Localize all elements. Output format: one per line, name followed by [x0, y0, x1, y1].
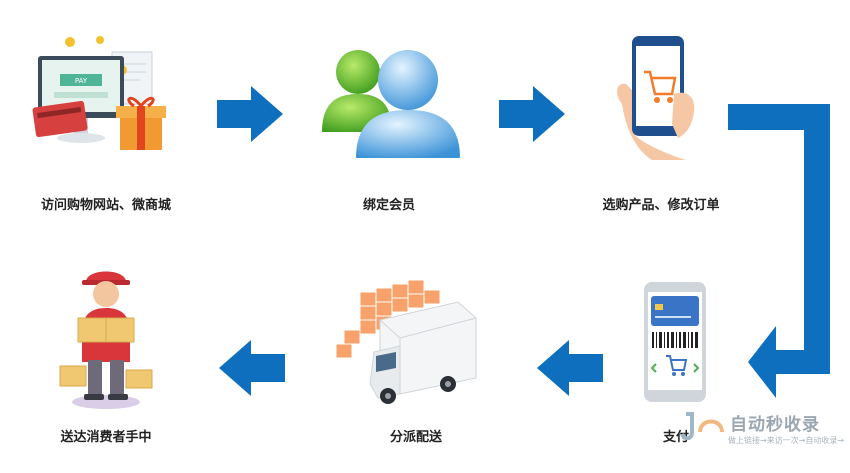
arrow-right-icon — [217, 84, 287, 144]
delivery-truck-icon — [330, 268, 480, 413]
watermark-title: 自动秒收录 — [730, 415, 820, 435]
courier-icon — [56, 262, 156, 412]
step-label-bind: 绑定会员 — [362, 198, 416, 213]
computer-payment-icon: PAY — [30, 34, 170, 164]
arrow-turn-down-icon — [728, 104, 832, 404]
phone-barcode-icon — [642, 280, 708, 404]
step-label-visit: 访问购物网站、微商城 — [40, 198, 172, 213]
members-icon — [316, 40, 466, 160]
step-label-select: 选购产品、修改订单 — [602, 198, 720, 213]
svg-text:PAY: PAY — [75, 77, 88, 85]
watermark-logo-icon — [680, 412, 724, 441]
watermark-subtitle: 做上链接→来访一次→自动收录→ — [728, 436, 845, 445]
arrow-left-icon — [215, 338, 285, 398]
arrow-left-icon — [533, 338, 603, 398]
step-label-deliver: 送达消费者手中 — [60, 430, 152, 445]
step-label-dispatch: 分派配送 — [389, 430, 443, 445]
arrow-right-icon — [499, 84, 569, 144]
phone-cart-icon — [612, 34, 702, 162]
step-label-pay: 支付 — [662, 430, 690, 445]
watermark: 自动秒收录 做上链接→来访一次→自动收录→ — [678, 406, 844, 456]
